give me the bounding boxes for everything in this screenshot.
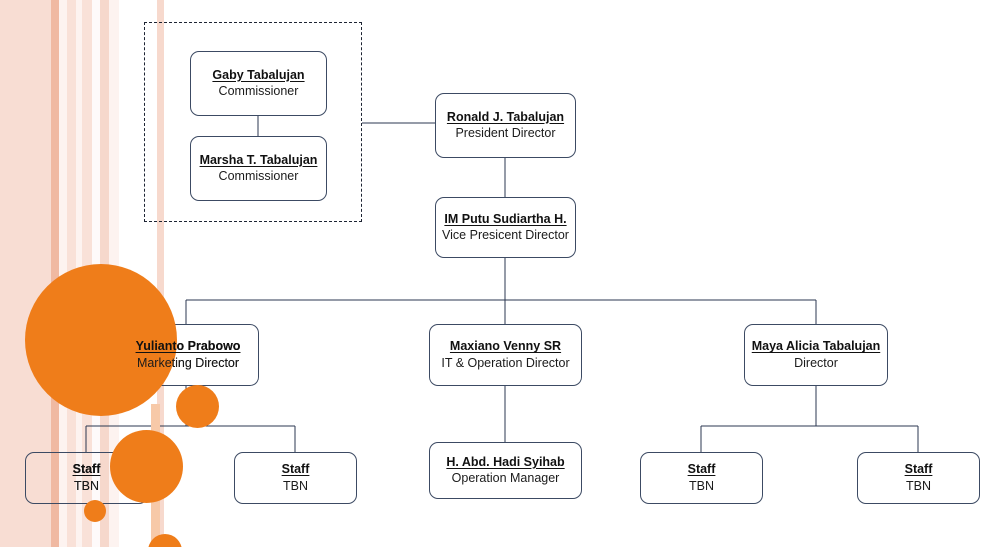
node-gaby[interactable]: Gaby Tabalujan Commissioner	[190, 51, 327, 116]
node-name: H. Abd. Hadi Syihab	[446, 454, 565, 469]
node-title: Operation Manager	[451, 471, 560, 485]
node-name: Staff	[904, 462, 933, 477]
node-title: TBN	[74, 478, 99, 493]
node-title: Marketing Director	[136, 355, 240, 370]
node-name: IM Putu Sudiartha H.	[444, 211, 567, 226]
node-maya[interactable]: Maya Alicia Tabalujan Director	[744, 324, 888, 386]
decor-circle-medium-2	[110, 430, 183, 503]
node-title: Commissioner	[218, 169, 299, 183]
node-name: Yulianto Prabowo	[135, 339, 241, 354]
node-name: Maya Alicia Tabalujan	[751, 339, 881, 354]
node-staff-1-overlay-text: Staff TBN	[25, 452, 148, 504]
node-name: Gaby Tabalujan	[212, 67, 305, 82]
node-staff-4[interactable]: Staff TBN	[857, 452, 980, 504]
node-title: Director	[794, 355, 838, 370]
node-marsha[interactable]: Marsha T. Tabalujan Commissioner	[190, 136, 327, 201]
decor-stripe-2	[51, 0, 59, 547]
commissioner-group-box	[144, 22, 362, 222]
node-ronald[interactable]: Ronald J. Tabalujan President Director	[435, 93, 576, 158]
node-title: IT & Operation Director	[441, 355, 570, 370]
decor-circle-large	[25, 264, 177, 416]
node-staff-3[interactable]: Staff TBN	[640, 452, 763, 504]
decor-stripe-10	[157, 0, 164, 547]
node-name: Ronald J. Tabalujan	[446, 109, 565, 124]
node-maxiano[interactable]: Maxiano Venny SR IT & Operation Director	[429, 324, 582, 386]
node-title: Commissioner	[218, 84, 299, 98]
node-title: TBN	[283, 478, 308, 493]
node-title: Vice Presicent Director	[442, 228, 569, 242]
node-hadi[interactable]: H. Abd. Hadi Syihab Operation Manager	[429, 442, 582, 499]
node-name: Staff	[281, 462, 310, 477]
node-name: Staff	[687, 462, 716, 477]
node-title: TBN	[74, 478, 99, 493]
decor-circle-medium-1	[176, 385, 219, 428]
node-name: Staff	[72, 462, 101, 477]
node-name: Staff	[72, 462, 101, 477]
node-yulianto-overlay-text: Yulianto Prabowo Marketing Director	[117, 324, 259, 386]
node-staff-2[interactable]: Staff TBN	[234, 452, 357, 504]
decor-circle-small-1	[84, 500, 106, 522]
node-title: TBN	[689, 478, 714, 493]
node-putu[interactable]: IM Putu Sudiartha H. Vice Presicent Dire…	[435, 197, 576, 258]
decor-circle-small-2	[148, 534, 182, 547]
node-title: President Director	[455, 126, 556, 140]
node-name: Maxiano Venny SR	[449, 339, 562, 354]
node-title: TBN	[906, 478, 931, 493]
node-name: Marsha T. Tabalujan	[199, 152, 318, 167]
